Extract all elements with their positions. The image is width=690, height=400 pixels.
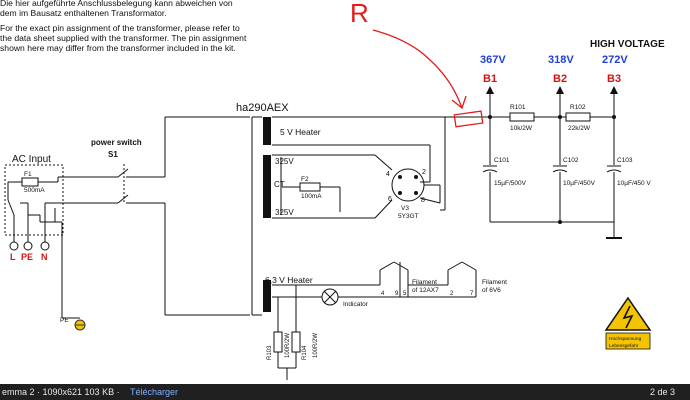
fuse-f1: [21, 177, 39, 187]
heater63-label: 6,3 V Heater: [265, 275, 313, 285]
indicator-label: Indicator: [343, 301, 369, 308]
fil1-pin4: 4: [381, 291, 385, 297]
fil1-label-b: of 12AX7: [412, 287, 439, 294]
b2-label: B2: [553, 73, 567, 85]
fil1-label-a: Filament: [412, 279, 437, 286]
hv-top-label: 325V: [275, 157, 294, 166]
terminal-n: [40, 241, 50, 251]
r102-value: 22k/2W: [568, 125, 591, 132]
core-bar-heater63: [263, 280, 271, 312]
resistor-r101: [509, 112, 535, 122]
r103-ref: R103: [267, 345, 273, 360]
note-german: Die hier aufgeführte Anschlussbelegung k…: [0, 0, 233, 18]
status-file-info: emma 2 · 1090x621 103 KB ·: [2, 387, 120, 397]
c101-value: 15µF/500V: [494, 180, 527, 187]
power-switch-label: power switch: [91, 138, 142, 147]
page-indicator: 2 de 3: [650, 387, 676, 397]
status-bar: emma 2 · 1090x621 103 KB · Télécharger 2…: [0, 384, 690, 400]
terminal-pe: [23, 241, 33, 251]
v3-pin4: 4: [386, 171, 390, 178]
r101-ref: R101: [510, 104, 526, 111]
notes-block: Die hier aufgeführte Anschlussbelegung k…: [0, 0, 250, 58]
b3-voltage: 272V: [602, 54, 628, 66]
r102-ref: R102: [570, 104, 586, 111]
fuse-f2: [299, 182, 321, 192]
b1-voltage: 367V: [480, 54, 506, 66]
c102-ref: C102: [563, 157, 579, 164]
core-bar-hv: [263, 155, 271, 218]
b3-label: B3: [607, 73, 621, 85]
ct-label: CT: [274, 180, 285, 189]
f2-ref: F2: [301, 176, 309, 183]
r103-value: 100R/2W: [285, 333, 291, 358]
core-bar-heater5: [263, 117, 271, 145]
resistor-r102: [565, 112, 591, 122]
rectifier-tube: [391, 168, 425, 202]
ac-input-label: AC Input: [12, 154, 51, 165]
transformer-name: ha290AEX: [236, 102, 289, 114]
note-english: For the exact pin assignment of the tran…: [0, 23, 247, 53]
r101-value: 10k/2W: [510, 125, 533, 132]
download-link[interactable]: Télécharger: [130, 387, 179, 397]
v3-pin8: 8: [421, 197, 425, 204]
c103-ref: C103: [617, 157, 633, 164]
hv-bottom-label: 325V: [275, 208, 294, 217]
f2-value: 100mA: [301, 193, 322, 200]
annotation-letter: R: [350, 0, 369, 28]
c101-ref: C101: [494, 157, 510, 164]
resistor-r104: [291, 331, 301, 353]
resistor-r103: [273, 331, 283, 353]
ac-input-box: [4, 164, 64, 236]
fil1-pin9: 9: [395, 291, 399, 297]
s1-label: S1: [108, 150, 118, 159]
c102-value: 10µF/450V: [563, 180, 596, 187]
f1-value: 500mA: [24, 187, 45, 194]
high-voltage-label: HIGH VOLTAGE: [590, 39, 665, 50]
v3-pin2: 2: [422, 169, 426, 176]
fil2-pin2: 2: [450, 291, 454, 297]
terminal-n-label: N: [41, 252, 48, 262]
fil1-pin5: 5: [403, 291, 407, 297]
terminal-l: [9, 241, 19, 251]
fil2-label-a: Filament: [482, 279, 507, 286]
pe-label: PE: [60, 317, 69, 324]
terminal-pe-label: PE: [21, 252, 33, 262]
v3-ref: V3: [401, 205, 409, 212]
fil2-pin7: 7: [470, 291, 474, 297]
terminal-l-label: L: [10, 252, 16, 262]
high-voltage-warning-icon: [604, 296, 652, 350]
r104-ref: R104: [302, 345, 308, 360]
v3-part: 5Y3GT: [398, 213, 419, 220]
c103-value: 10µF/450 V: [617, 180, 651, 187]
b2-voltage: 318V: [548, 54, 574, 66]
fil2-label-b: of 6V6: [482, 287, 501, 294]
heater5-label: 5 V Heater: [280, 127, 321, 137]
red-annotation: [372, 29, 484, 128]
warning-line1: Hochspannung: [609, 336, 642, 342]
r104-value: 100R/2W: [313, 333, 319, 358]
v3-pin6: 6: [388, 196, 392, 203]
warning-line2: Lebensgefahr: [609, 343, 639, 349]
b1-label: B1: [483, 73, 497, 85]
f1-ref: F1: [24, 171, 32, 178]
